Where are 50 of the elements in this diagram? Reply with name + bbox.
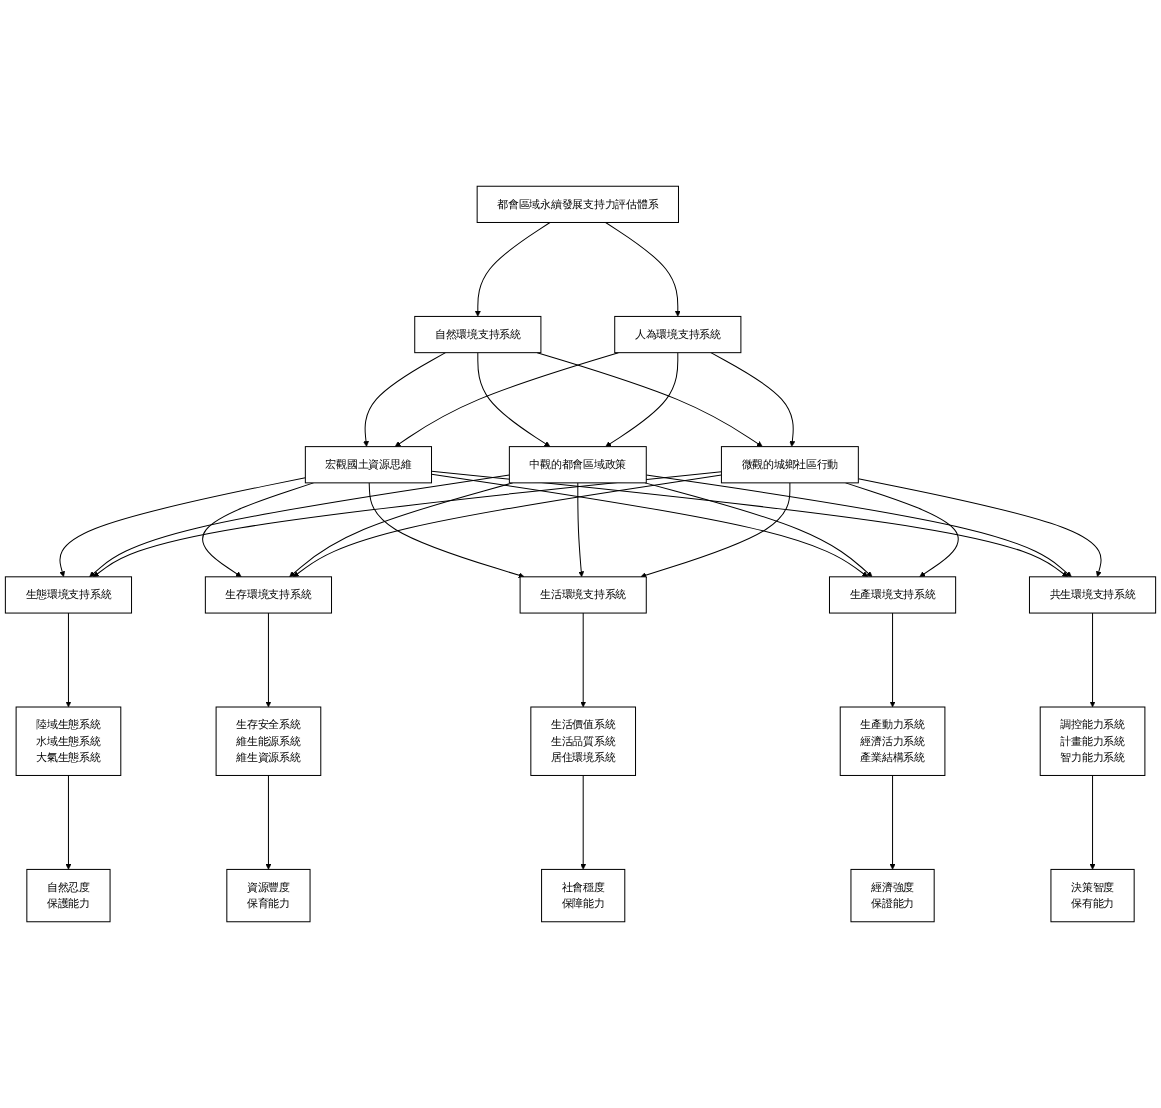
node-box: 資源豐度 保育能力 (226, 868, 311, 923)
node-box: 自然環境支持系統 (414, 315, 542, 354)
arrow (474, 221, 551, 317)
node-box: 生產環境支持系統 (828, 576, 957, 614)
arrow (65, 774, 72, 870)
arrow (293, 474, 722, 578)
arrow (65, 612, 72, 708)
node-box: 社會穩度 保障能力 (541, 868, 626, 923)
arrow (580, 612, 587, 708)
arrow (536, 352, 763, 447)
node-box: 生存安全系統 維生能源系統 維生資源系統 (215, 706, 322, 776)
node-box: 生存環境支持系統 (204, 576, 333, 614)
arrow (580, 774, 587, 870)
node-box: 微觀的城鄉社區行動 (720, 446, 859, 484)
arrow (363, 352, 446, 447)
node-box: 生態環境支持系統 (4, 576, 133, 614)
arrow (93, 471, 722, 578)
arrow (710, 352, 796, 447)
node-box: 人為環境支持系統 (614, 315, 742, 354)
arrow (889, 612, 896, 708)
arrow (265, 612, 272, 708)
arrow (265, 774, 272, 870)
node-box: 生活環境支持系統 (519, 576, 647, 614)
node-box: 決策智度 保有能力 (1050, 868, 1135, 923)
node-box: 共生環境支持系統 (1028, 576, 1157, 614)
arrow (605, 221, 681, 317)
arrow (368, 482, 525, 579)
arrow (59, 477, 306, 578)
node-box: 經濟強度 保證能力 (850, 868, 935, 923)
arrow (644, 482, 873, 578)
arrow (889, 774, 896, 870)
node-box: 宏觀國土資源思維 (304, 446, 433, 484)
arrow (640, 482, 791, 579)
arrow (431, 470, 1068, 578)
node-box: 調控能力系統 計畫能力系統 智力能力系統 (1039, 706, 1146, 776)
node-box: 都會區域永續發展支持力評估體系 (476, 185, 679, 223)
arrow (577, 482, 585, 578)
node-box: 生活價值系統 生活品質系統 居住環境系統 (530, 706, 637, 776)
node-box: 中觀的都會區域政策 (508, 446, 647, 484)
node-box: 生產動力系統 經濟活力系統 產業結構系統 (839, 706, 946, 776)
arrow (645, 474, 1072, 578)
node-box: 陸域生態系統 水域生態系統 大氣生態系統 (15, 706, 122, 776)
arrow (431, 473, 868, 578)
node-box: 自然忍度 保護能力 (26, 868, 111, 923)
arrow (89, 474, 510, 578)
arrow (477, 352, 551, 447)
arrow (605, 352, 679, 447)
arrow (394, 352, 619, 447)
arrow (1089, 612, 1096, 708)
arrow (1089, 774, 1096, 870)
